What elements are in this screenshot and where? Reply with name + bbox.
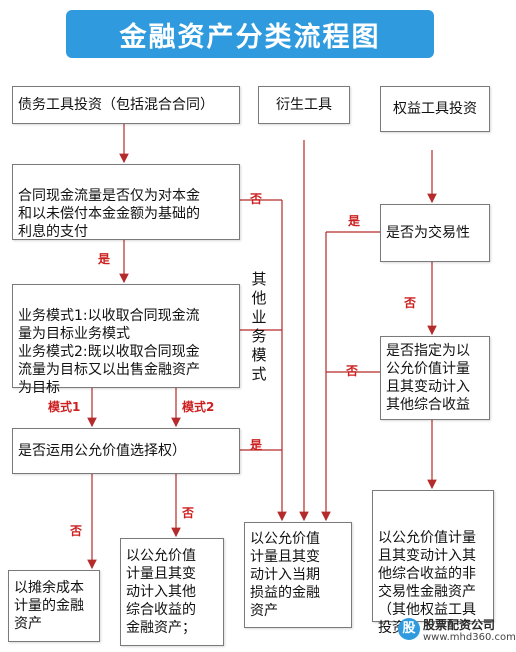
amortized-cost-text: 以摊余成本 计量的金融 资产 — [14, 580, 84, 632]
page-title: 金融资产分类流程图 — [119, 21, 381, 53]
watermark-url: www.mhd360.com — [423, 632, 516, 643]
sppi-test-text: 合同现金流量是否仅为对本金 和以未偿付本金金额为基础的 利息的支付 — [18, 188, 200, 240]
label-model2: 模式2 — [182, 400, 215, 414]
trading-question-text: 是否为交易性 — [386, 225, 470, 241]
business-model-text: 业务模式1:以收取合同现金流 量为目标业务模式 业务模式2:既以收取合同现金 流… — [18, 308, 200, 396]
label-fvo-no-right: 否 — [182, 506, 195, 520]
business-model-box: 业务模式1:以收取合同现金流 量为目标业务模式 业务模式2:既以收取合同现金 流… — [12, 284, 240, 396]
fvoci-equity-box: 以公允价值计量 且其变动计入其 他综合收益的非 交易性金融资产 （其他权益工具 … — [372, 490, 494, 636]
title-banner: 金融资产分类流程图 — [66, 10, 434, 58]
label-model1: 模式1 — [48, 400, 81, 414]
fair-value-option-box: 是否运用公允价值选择权） — [12, 428, 240, 474]
derivative-box: 衍生工具 — [258, 86, 350, 124]
fvtpl-box: 以公允价值 计量且其变 动计入当期 损益的金融 资产 — [244, 522, 352, 628]
label-trading-no: 否 — [404, 296, 417, 310]
fvtpl-text: 以公允价值 计量且其变 动计入当期 损益的金融 资产 — [250, 531, 320, 619]
watermark-name: 股票配资公司 — [423, 618, 496, 632]
connector-lines — [87, 124, 437, 570]
label-sppi-yes: 是 — [98, 252, 111, 266]
fvoci-debt-box: 以公允价值 计量且其变 动计入其他 综合收益的 金融资产； — [120, 538, 224, 646]
label-designated-no: 否 — [346, 364, 359, 378]
debt-instrument-box: 债务工具投资（包括混合合同） — [12, 86, 240, 124]
label-fvo-no-left: 否 — [70, 524, 83, 538]
fvoci-debt-text: 以公允价值 计量且其变 动计入其他 综合收益的 金融资产； — [126, 548, 196, 636]
watermark-logo-icon: 股 — [398, 618, 420, 640]
equity-instrument-box: 权益工具投资 — [380, 86, 490, 132]
fair-value-option-text: 是否运用公允价值选择权） — [18, 443, 186, 459]
trading-question-box: 是否为交易性 — [380, 204, 490, 262]
watermark: 股 股票配资公司 www.mhd360.com — [398, 612, 516, 650]
fvoci-equity-text: 以公允价值计量 且其变动计入其 他综合收益的非 交易性金融资产 （其他权益工具 … — [378, 530, 476, 636]
derivative-text: 衍生工具 — [276, 97, 332, 113]
sppi-test-box: 合同现金流量是否仅为对本金 和以未偿付本金金额为基础的 利息的支付 — [12, 164, 240, 240]
label-fvo-yes: 是 — [250, 438, 263, 452]
label-sppi-no: 否 — [250, 192, 263, 206]
debt-instrument-text: 债务工具投资（包括混合合同） — [18, 97, 214, 113]
designated-question-text: 是否指定为以 公允价值计量 且其变动计入 其他综合收益 — [386, 343, 470, 413]
label-trading-yes: 是 — [348, 214, 361, 228]
designated-question-box: 是否指定为以 公允价值计量 且其变动计入 其他综合收益 — [380, 336, 490, 420]
equity-instrument-text: 权益工具投资 — [393, 101, 477, 117]
amortized-cost-box: 以摊余成本 计量的金融 资产 — [8, 570, 100, 642]
other-business-models-label: 其 他 业 务 模 式 — [251, 270, 267, 383]
